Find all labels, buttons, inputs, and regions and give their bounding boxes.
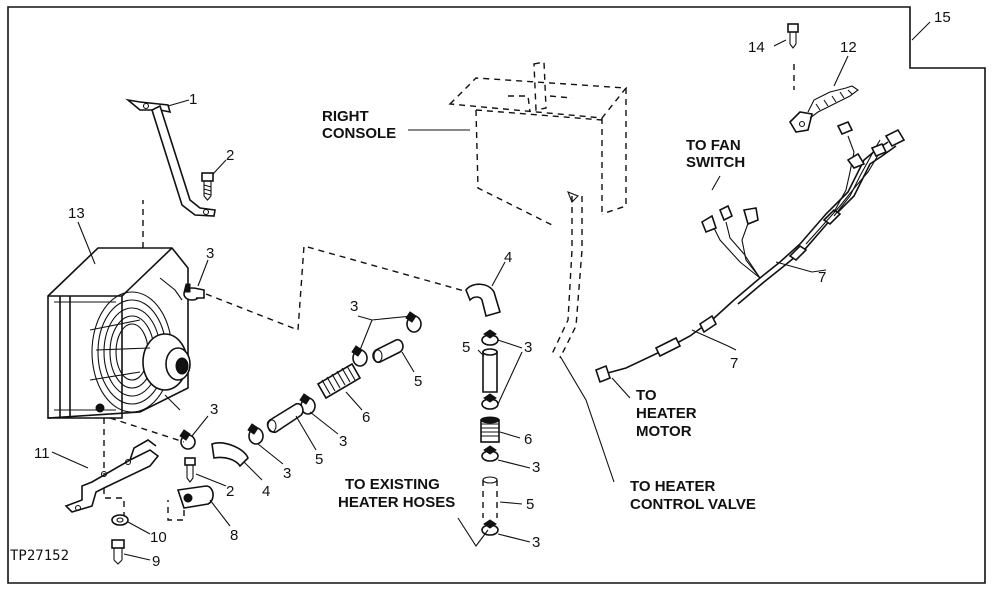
callout-3-stack-mid: 3 — [532, 459, 540, 476]
label-to-heater-control-valve-line2: CONTROL VALVE — [630, 496, 756, 513]
callout-6-left: 6 — [362, 409, 370, 426]
part-capscrew-9 — [111, 539, 125, 565]
part-elbow-4-lower — [211, 442, 249, 468]
callout-3-upper-row: 3 — [350, 298, 358, 315]
callout-5-lower-row: 5 — [315, 451, 323, 468]
callout-3-mid-row: 3 — [339, 433, 347, 450]
label-right-console-line2: CONSOLE — [322, 125, 396, 142]
callout-13: 13 — [68, 205, 85, 222]
label-to-heater-motor-line1: TO — [636, 387, 657, 404]
part-clip-8 — [176, 485, 214, 509]
label-right-console-line1: RIGHT — [322, 108, 369, 125]
callout-2-upper: 2 — [226, 147, 234, 164]
part-heater-fan-unit-13 — [47, 247, 191, 419]
part-elbow-4-upper — [465, 283, 501, 317]
part-washer-10 — [111, 514, 129, 526]
diagram-frame — [7, 6, 986, 584]
callout-5-stack-bottom: 5 — [526, 496, 534, 513]
callout-15: 15 — [934, 9, 951, 26]
part-mounting-bracket-11 — [64, 439, 160, 513]
part-clamp-3-c — [351, 345, 368, 367]
label-to-heater-motor-line2: HEATER — [636, 405, 697, 422]
callout-3-stack-top: 3 — [524, 339, 532, 356]
part-harness-clip-12 — [788, 85, 859, 133]
callout-7-upper: 7 — [818, 269, 826, 286]
part-hose-5-c — [482, 348, 498, 393]
callout-3-stack-bottom: 3 — [532, 534, 540, 551]
part-corrugated-hose-6-b — [480, 416, 500, 443]
callout-4-lower: 4 — [262, 483, 270, 500]
part-clamp-3-i — [481, 445, 499, 462]
callout-14: 14 — [748, 39, 765, 56]
part-hose-5-a — [372, 338, 404, 364]
part-clamp-3-e — [247, 423, 264, 445]
part-bolt-2-upper — [201, 172, 214, 201]
label-to-existing-heater-hoses-line1: TO EXISTING — [345, 476, 440, 493]
label-to-existing-heater-hoses-line2: HEATER HOSES — [338, 494, 455, 511]
label-to-fan-switch-line1: TO FAN — [686, 137, 741, 154]
callout-5-stack-top: 5 — [462, 339, 470, 356]
callout-4-upper: 4 — [504, 249, 512, 266]
label-to-fan-switch-line2: SWITCH — [686, 154, 745, 171]
part-clamp-3-g — [481, 329, 499, 346]
callout-1: 1 — [189, 91, 197, 108]
callout-3-lower-row: 3 — [283, 465, 291, 482]
part-clamp-3-b — [405, 311, 422, 333]
part-bracket-1 — [125, 98, 216, 217]
callout-8: 8 — [230, 527, 238, 544]
callout-6-stack: 6 — [524, 431, 532, 448]
part-right-console — [448, 61, 628, 359]
callout-7-lower: 7 — [730, 355, 738, 372]
part-wiring-harness-7 — [595, 120, 906, 384]
callout-3-unit: 3 — [206, 245, 214, 262]
callout-10: 10 — [150, 529, 167, 546]
label-to-heater-motor-line3: MOTOR — [636, 423, 692, 440]
part-clamp-3-h — [481, 393, 499, 410]
callout-5-upper-row: 5 — [414, 373, 422, 390]
callout-12: 12 — [840, 39, 857, 56]
callout-11: 11 — [34, 445, 50, 462]
part-hose-5-b — [266, 402, 304, 434]
part-screw-14 — [787, 23, 799, 49]
label-to-heater-control-valve-line1: TO HEATER — [630, 478, 715, 495]
callout-2-lower: 2 — [226, 483, 234, 500]
part-clamp-3-a — [183, 283, 205, 301]
callout-9: 9 — [152, 553, 160, 570]
callout-3-lower-left: 3 — [210, 401, 218, 418]
part-bolt-2-lower — [184, 457, 196, 483]
part-clamp-3-f — [179, 429, 196, 450]
part-corrugated-hose-6-a — [316, 362, 362, 400]
figure-code: TP27152 — [10, 548, 69, 564]
part-hose-5-d — [482, 476, 498, 518]
part-clamp-3-j — [481, 519, 499, 536]
